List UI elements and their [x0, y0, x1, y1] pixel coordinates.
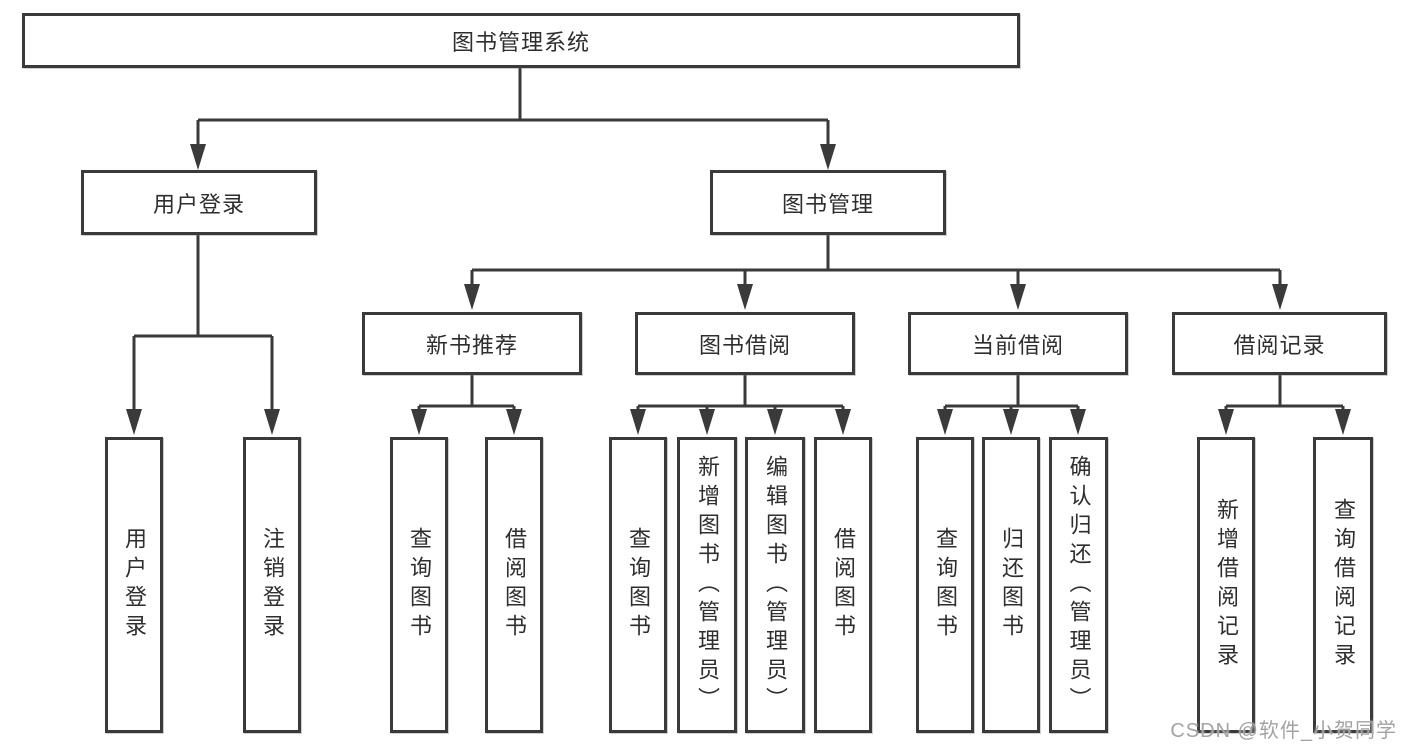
connector-book-borrow-to-leaves — [636, 375, 845, 411]
leaf-user-login-label: 用户登录 — [122, 527, 147, 643]
arrowhead-icon — [1003, 409, 1019, 435]
node-new-book-recommend-label: 新书推荐 — [425, 332, 518, 358]
connector-borrow-records-to-leaves — [1224, 375, 1345, 411]
arrowhead-icon — [937, 409, 953, 435]
arrowhead-icon — [190, 144, 206, 170]
arrowhead-icon — [835, 409, 851, 435]
leaf-add-borrow-record-label: 新增借阅记录 — [1214, 498, 1239, 672]
leaf-edit-books-admin-label: 编辑图书（管理员） — [763, 454, 788, 716]
node-root-label: 图书管理系统 — [451, 29, 590, 55]
node-book-management-label: 图书管理 — [781, 191, 874, 217]
node-new-book-recommend: 新书推荐 — [362, 312, 582, 375]
leaf-current-query-books: 查询图书 — [916, 437, 974, 733]
arrowhead-icon — [630, 409, 646, 435]
node-user-login: 用户登录 — [81, 170, 317, 235]
arrowhead-icon — [506, 409, 522, 435]
leaf-add-books-admin-label: 新增图书（管理员） — [695, 454, 720, 716]
arrowhead-icon — [1070, 409, 1086, 435]
leaf-user-login: 用户登录 — [105, 437, 163, 733]
node-book-borrow: 图书借阅 — [635, 312, 855, 375]
leaf-return-books-label: 归还图书 — [999, 527, 1024, 643]
arrowhead-icon — [699, 409, 715, 435]
leaf-query-borrow-record-label: 查询借阅记录 — [1331, 498, 1356, 672]
leaf-return-books: 归还图书 — [982, 437, 1040, 733]
leaf-recommend-borrow-books-label: 借阅图书 — [502, 527, 527, 643]
arrowhead-icon — [264, 409, 280, 435]
connector-root-to-level2 — [196, 68, 830, 146]
node-user-login-label: 用户登录 — [152, 191, 245, 217]
arrowhead-icon — [126, 409, 142, 435]
arrowhead-icon — [1272, 284, 1288, 310]
leaf-add-borrow-record: 新增借阅记录 — [1197, 437, 1255, 733]
leaf-borrow-borrow-books-label: 借阅图书 — [831, 527, 856, 643]
connector-new-book-recommend-to-leaves — [417, 375, 516, 411]
connector-user-login-to-leaves — [132, 235, 274, 411]
leaf-borrow-borrow-books: 借阅图书 — [814, 437, 872, 733]
arrowhead-icon — [1010, 284, 1026, 310]
arrowhead-icon — [767, 409, 783, 435]
leaf-edit-books-admin: 编辑图书（管理员） — [745, 437, 805, 733]
csdn-watermark: CSDN @软件_小贺同学 — [1170, 720, 1397, 742]
leaf-logout: 注销登录 — [243, 437, 301, 733]
node-current-borrow: 当前借阅 — [908, 312, 1128, 375]
leaf-recommend-query-books-label: 查询图书 — [407, 527, 432, 643]
leaf-confirm-return-admin: 确认归还（管理员） — [1049, 437, 1108, 733]
leaf-recommend-borrow-books: 借阅图书 — [485, 437, 543, 733]
arrowhead-icon — [1218, 409, 1234, 435]
connector-current-borrow-to-leaves — [943, 375, 1080, 411]
leaf-recommend-query-books: 查询图书 — [390, 437, 448, 733]
arrowhead-icon — [820, 144, 836, 170]
node-book-borrow-label: 图书借阅 — [698, 332, 791, 358]
connector-book-management-to-level3 — [470, 235, 1282, 286]
leaf-current-query-books-label: 查询图书 — [933, 527, 958, 643]
leaf-borrow-query-books-label: 查询图书 — [626, 527, 651, 643]
leaf-borrow-query-books: 查询图书 — [609, 437, 667, 733]
leaf-logout-label: 注销登录 — [260, 527, 285, 643]
node-root: 图书管理系统 — [22, 13, 1020, 68]
arrowhead-icon — [1335, 409, 1351, 435]
node-borrow-records-label: 借阅记录 — [1233, 332, 1326, 358]
node-borrow-records: 借阅记录 — [1172, 312, 1387, 375]
arrowhead-icon — [411, 409, 427, 435]
leaf-query-borrow-record: 查询借阅记录 — [1313, 437, 1373, 733]
leaf-confirm-return-admin-label: 确认归还（管理员） — [1066, 454, 1092, 716]
node-current-borrow-label: 当前借阅 — [971, 332, 1064, 358]
leaf-add-books-admin: 新增图书（管理员） — [677, 437, 737, 733]
node-book-management: 图书管理 — [710, 170, 946, 235]
arrowhead-icon — [737, 284, 753, 310]
arrowhead-icon — [464, 284, 480, 310]
